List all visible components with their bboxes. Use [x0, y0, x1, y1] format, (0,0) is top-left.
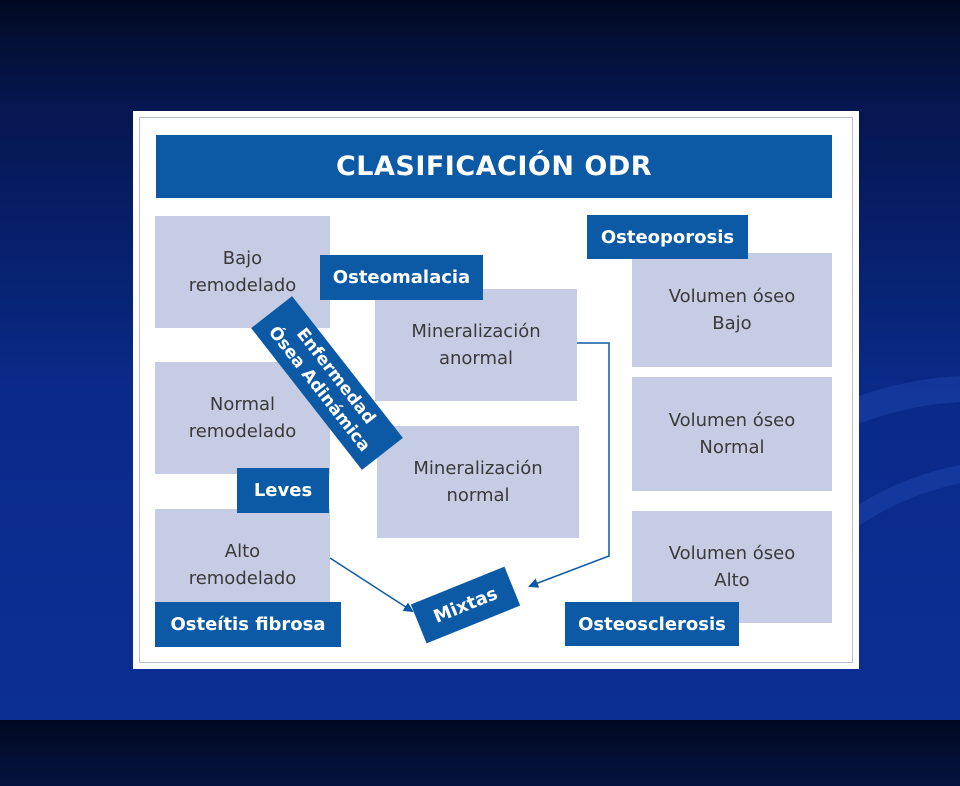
- box-line: Normal: [209, 394, 276, 415]
- arrow-abnormal-mineralization-to-mixtas: [528, 342, 610, 588]
- box-line: Volumen óseo: [668, 286, 796, 307]
- box-normal-volume: Volumen óseo Normal: [632, 377, 832, 491]
- box-line: remodelado: [188, 421, 297, 442]
- box-line: Normal: [699, 437, 765, 458]
- box-line: Alto: [714, 570, 750, 591]
- diagram-border: [139, 117, 853, 663]
- box-line: Volumen óseo: [668, 543, 796, 564]
- box-line: Bajo: [222, 248, 263, 269]
- box-low-volume: Volumen óseo Bajo: [632, 253, 832, 367]
- box-line: remodelado: [188, 568, 297, 589]
- box-line: Volumen óseo: [668, 410, 796, 431]
- box-normal-mineralization: Mineralización normal: [377, 426, 579, 538]
- box-line: Mineralización: [413, 458, 543, 479]
- tag-osteitis-fibrosa: Osteítis fibrosa: [155, 602, 341, 647]
- diagram-title: CLASIFICACIÓN ODR: [156, 135, 832, 198]
- box-line: Bajo: [712, 313, 752, 334]
- tag-osteoporosis: Osteoporosis: [587, 215, 748, 259]
- arrow-high-remodeling-to-mixtas: [329, 557, 414, 613]
- box-line: Alto: [224, 541, 261, 562]
- tag-osteomalacia: Osteomalacia: [320, 255, 483, 300]
- box-line: normal: [446, 485, 510, 506]
- box-abnormal-mineralization: Mineralización anormal: [375, 289, 577, 401]
- connector-arrows: [329, 342, 610, 613]
- box-line: remodelado: [188, 275, 297, 296]
- classification-diagram: CLASIFICACIÓN ODR Bajo remodelado Normal…: [133, 111, 859, 669]
- box-line: anormal: [438, 348, 514, 369]
- tag-osteosclerosis: Osteosclerosis: [565, 602, 739, 646]
- tag-leves: Leves: [237, 468, 329, 513]
- box-line: Mineralización: [411, 321, 541, 342]
